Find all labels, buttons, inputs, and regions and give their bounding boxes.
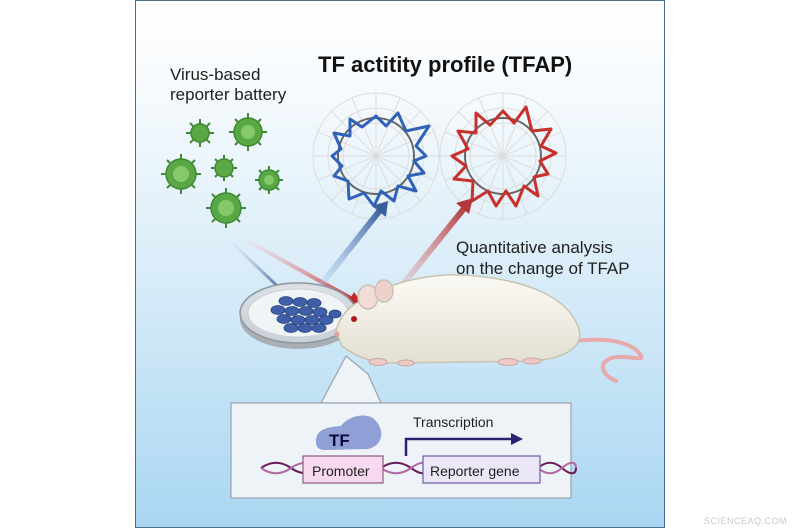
analysis-label-line1: Quantitative analysis [456, 238, 613, 257]
mouse-eye [351, 316, 357, 322]
analysis-label-line2: on the change of TFAP [456, 259, 630, 278]
virus-icon [211, 155, 237, 181]
tf-protein-shape [316, 415, 382, 450]
petri-dish [239, 282, 357, 349]
mouse-tail [574, 337, 644, 383]
virus-label-line2: reporter battery [170, 85, 287, 104]
tfap-radar-blue [312, 92, 440, 220]
mouse-ear-back [374, 279, 394, 303]
transcription-label: Transcription [413, 414, 494, 430]
virus-label-line1: Virus-based [170, 65, 261, 84]
tfap-radar-red [439, 92, 567, 220]
mouse-nose [334, 331, 340, 337]
figure-title: TF actitity profile (TFAP) [318, 52, 573, 77]
reporter-gene-box [422, 455, 541, 484]
promoter-box [302, 455, 384, 484]
virus-icon [186, 119, 214, 147]
virus-icon [255, 166, 283, 194]
arrow-dish-to-blue-profile [313, 201, 388, 293]
radar-profile-blue [330, 111, 431, 208]
figure-panel: TF actitity profile (TFAP) Virus-based r… [135, 0, 665, 528]
mouse-illustration [334, 274, 644, 383]
reporter-gene-label: Reporter gene [430, 463, 520, 479]
diagram-artwork [161, 92, 644, 499]
promoter-label: Promoter [312, 463, 370, 479]
gene-construct-inset [230, 402, 577, 499]
virus-icon [229, 113, 267, 151]
transcription-arrow [404, 433, 523, 456]
virus-particles [161, 113, 283, 228]
virus-icon [161, 154, 201, 194]
tf-label: TF [329, 431, 350, 450]
cell-cluster [270, 296, 342, 333]
radar-profile-red [450, 105, 558, 208]
mouse-feet [368, 357, 542, 367]
watermark-text: SCIENCEAQ.COM [704, 516, 788, 526]
virus-icon [206, 188, 246, 228]
